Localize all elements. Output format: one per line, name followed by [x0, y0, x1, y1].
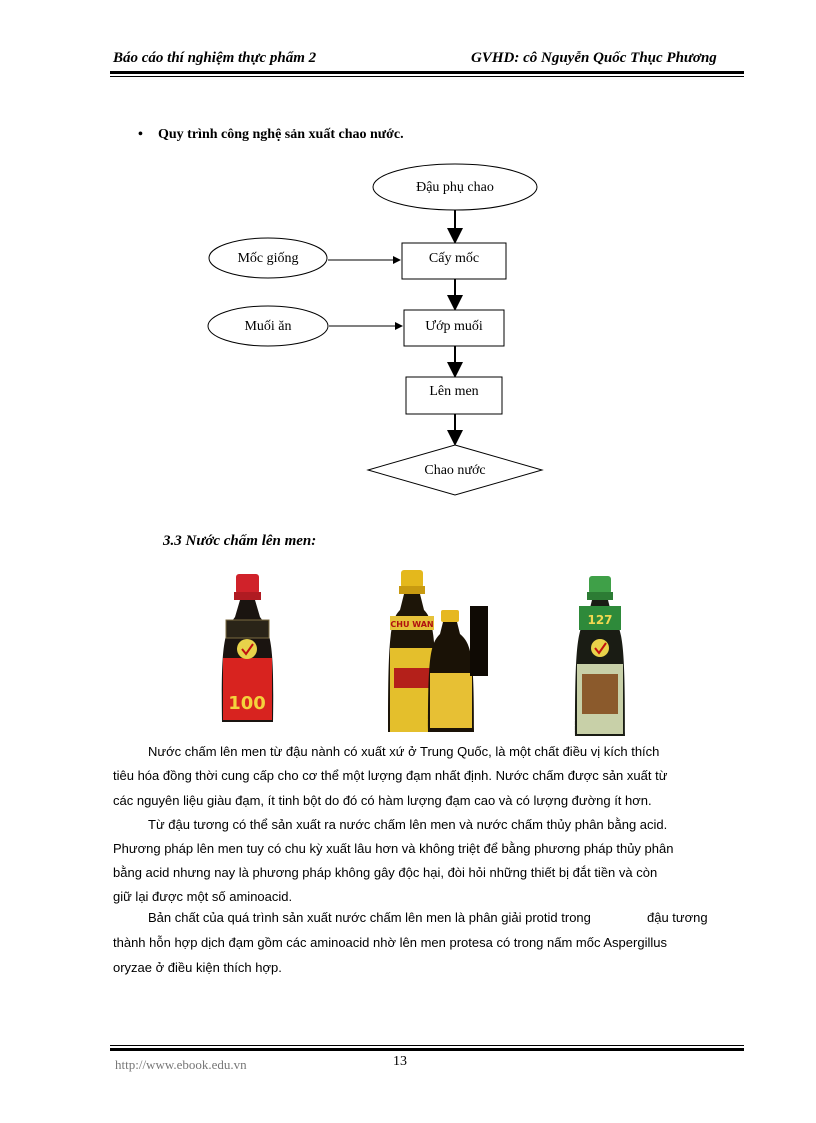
- step1-label: Cấy mốc: [429, 251, 479, 266]
- bottle2-label: CHU WAN: [390, 620, 433, 629]
- bullet-symbol: •: [138, 127, 143, 142]
- page-number: 13: [393, 1054, 407, 1069]
- bullet-text: Quy trình công nghệ sản xuất chao nước.: [158, 127, 404, 142]
- step3-box: [405, 376, 503, 415]
- step1-box: [401, 242, 507, 280]
- paragraph-line: Nước chấm lên men từ đậu nành có xuất xứ…: [148, 744, 660, 759]
- paragraph-line: giữ lại được một số aminoacid.: [113, 889, 293, 904]
- footer-rule-thick: [110, 1048, 744, 1051]
- step3-label: Lên men: [429, 384, 478, 399]
- paragraph-line: bằng acid nhưng nay là phương pháp không…: [113, 865, 658, 880]
- bullet-heading: • Quy trình công nghệ sản xuất chao nước.: [138, 127, 404, 143]
- bottle3-label: 127: [587, 613, 612, 627]
- input1-label: Mốc giống: [237, 251, 298, 266]
- end-label: Chao nước: [424, 463, 485, 478]
- paragraph-line: oryzae ở điều kiện thích hợp.: [113, 960, 282, 975]
- paragraph-line: Phương pháp lên men tuy có chu kỳ xuất l…: [113, 841, 674, 856]
- footer-url: http://www.ebook.edu.vn: [115, 1057, 247, 1072]
- paragraph-line: Bản chất của quá trình sản xuất nước chấ…: [148, 910, 591, 925]
- start-label: Đậu phụ chao: [416, 180, 494, 195]
- soy-sauce-bottle-image-1: 100: [221, 574, 274, 722]
- header-rule-thin: [110, 76, 744, 77]
- process-flowchart: Đậu phụ chao Cấy mốc Mốc giống Ướp muối …: [207, 163, 544, 496]
- step2-box: [403, 309, 505, 347]
- input2-label: Muối ăn: [244, 319, 291, 334]
- section-title: 3.3 Nước chấm lên men:: [163, 533, 317, 549]
- soy-sauce-bottle-image-2: CHU WAN: [388, 570, 488, 732]
- step2-label: Ướp muối: [425, 319, 483, 334]
- end-diamond: [366, 444, 544, 496]
- header-left-title: Báo cáo thí nghiệm thực phẩm 2: [113, 50, 317, 66]
- input2-ellipse: [207, 305, 329, 347]
- paragraph-line: Từ đậu tương có thể sản xuất ra nước chấ…: [148, 817, 668, 832]
- bottle1-label: 100: [228, 693, 266, 714]
- paragraph-line: thành hỗn hợp dịch đạm gồm các aminoacid…: [113, 935, 667, 950]
- soy-sauce-bottle-image-3: 127: [575, 576, 625, 736]
- header-right-instructor: GVHD: cô Nguyễn Quốc Thục Phương: [471, 50, 717, 66]
- paragraph-line: tiêu hóa đồng thời cung cấp cho cơ thể m…: [113, 768, 668, 783]
- paragraph-line: các nguyên liệu giàu đạm, ít tinh bột do…: [113, 793, 652, 808]
- footer-rule-thin: [110, 1045, 744, 1046]
- header-rule-thick: [110, 71, 744, 74]
- paragraph-line-tail: đậu tương: [647, 910, 708, 925]
- input1-ellipse: [208, 237, 328, 279]
